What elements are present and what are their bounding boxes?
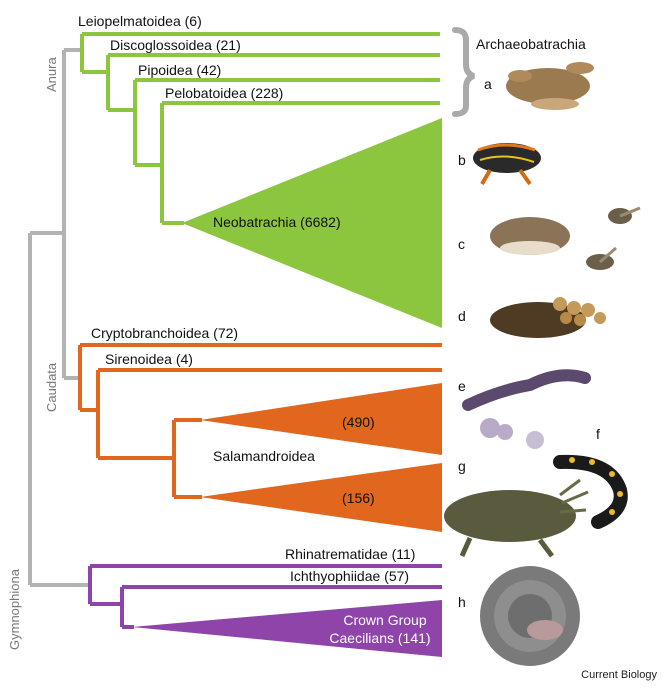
group-label-gymnophiona: Gymnophiona	[7, 569, 22, 650]
photo-letter-g: g	[458, 458, 466, 474]
label-pelobatoidea: Pelobatoidea (228)	[165, 85, 284, 101]
archaeobatrachia-brace	[452, 27, 475, 117]
label-salamandroidea-count-lower: (156)	[342, 490, 375, 506]
group-label-caudata: Caudata	[44, 362, 59, 412]
label-crown-group: Crown Group	[343, 612, 427, 628]
group-label-archaeobatrachia: Archaeobatrachia	[476, 36, 586, 52]
anura-branches	[80, 32, 440, 225]
label-salamandroidea: Salamandroidea	[213, 448, 315, 464]
journal-credit: Current Biology	[581, 669, 657, 681]
photo-letter-b: b	[458, 152, 466, 168]
label-ichthyophiidae: Ichthyophiidae (57)	[290, 568, 410, 584]
label-neobatrachia: Neobatrachia (6682)	[213, 214, 341, 230]
photo-c-frog	[490, 206, 641, 270]
photo-letter-d: d	[458, 308, 466, 324]
photo-letter-c: c	[458, 236, 465, 252]
photo-letter-a: a	[484, 76, 492, 92]
label-caecilians: Caecilians (141)	[329, 630, 431, 646]
group-label-anura: Anura	[44, 57, 59, 92]
salamandroidea-triangle-lower	[200, 463, 442, 532]
label-discoglossoidea: Discoglossoidea (21)	[110, 37, 241, 53]
root-branches	[28, 48, 90, 587]
photo-a-frog	[506, 62, 594, 110]
label-cryptobranchoidea: Cryptobranchoidea (72)	[91, 325, 239, 341]
crown-caecilians-triangle	[132, 600, 442, 657]
label-sirenoidea: Sirenoidea (4)	[105, 351, 193, 367]
photo-d-frog-with-eggs	[490, 297, 606, 338]
photo-letter-e: e	[458, 378, 466, 394]
photo-e-salamander	[462, 369, 591, 449]
photo-f-fire-salamander	[553, 454, 628, 529]
neobatrachia-triangle	[182, 118, 442, 328]
photo-b-frog	[473, 143, 541, 186]
caudata-branches	[78, 343, 442, 499]
salamandroidea-triangle-upper	[200, 383, 442, 455]
photo-letter-h: h	[458, 594, 466, 610]
photo-letter-f: f	[596, 426, 600, 442]
label-leiopelmatoidea: Leiopelmatoidea (6)	[78, 13, 202, 29]
photo-h-caecilian	[480, 566, 580, 666]
label-salamandroidea-count-upper: (490)	[342, 414, 375, 430]
photo-g-axolotl	[444, 478, 589, 558]
gymnophiona-branches	[88, 564, 442, 629]
label-pipoidea: Pipoidea (42)	[138, 62, 222, 78]
label-rhinatrematidae: Rhinatrematidae (11)	[285, 546, 416, 562]
